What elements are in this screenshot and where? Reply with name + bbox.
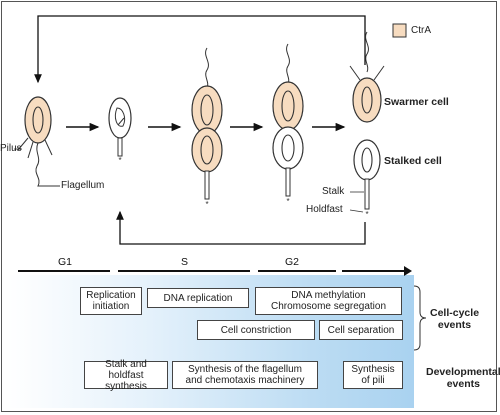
ctra-legend-label: CtrA [411,25,431,36]
svg-text:*: * [286,197,289,206]
event-cell-separation: Cell separation [319,320,403,340]
ctra-legend-swatch [392,23,407,38]
bottom-cycle-arrow [116,210,366,245]
phase-g2: G2 [285,256,300,268]
event-stalk-holdfast: Stalk and holdfast synthesis [84,359,168,392]
event-dna-replication: DNA replication [147,288,249,308]
pilus-label: Pilus [0,143,22,154]
event-dna-methylation: DNA methylation Chromosome segregation [255,287,402,315]
event-cell-constriction: Cell constriction [197,320,315,340]
stalked-cell-label: Stalked cell [384,155,442,167]
cell-swarmer-daughter [349,31,385,123]
swarmer-cell-label: Swarmer cell [384,96,449,108]
phase-g1: G1 [58,256,73,268]
stalk-label: Stalk [322,186,345,197]
cell-predivisional-1: * [191,47,223,209]
top-cycle-arrow [34,15,366,84]
cell-cycle-brace [413,285,427,351]
svg-text:*: * [365,210,368,219]
cell-stalked-early: * [108,97,132,165]
cell-swarmer-g1 [17,96,60,187]
developmental-events-label: Developmental events [426,366,500,390]
cell-stalked-daughter: * [349,139,381,219]
timeline [18,266,412,276]
cell-cycle-events-label: Cell-cycle events [430,307,480,331]
cell-predivisional-2: * [272,43,304,206]
holdfast-label: Holdfast [306,204,343,215]
event-pili-synthesis: Synthesis of pili [343,361,403,389]
svg-text:*: * [205,200,208,209]
flagellum-label: Flagellum [61,180,105,191]
event-replication-initiation: Replication initiation [80,287,142,315]
svg-text:*: * [118,156,121,165]
event-flagellum-synthesis: Synthesis of the flagellum and chemotaxi… [172,361,318,389]
phase-s: S [181,256,189,268]
